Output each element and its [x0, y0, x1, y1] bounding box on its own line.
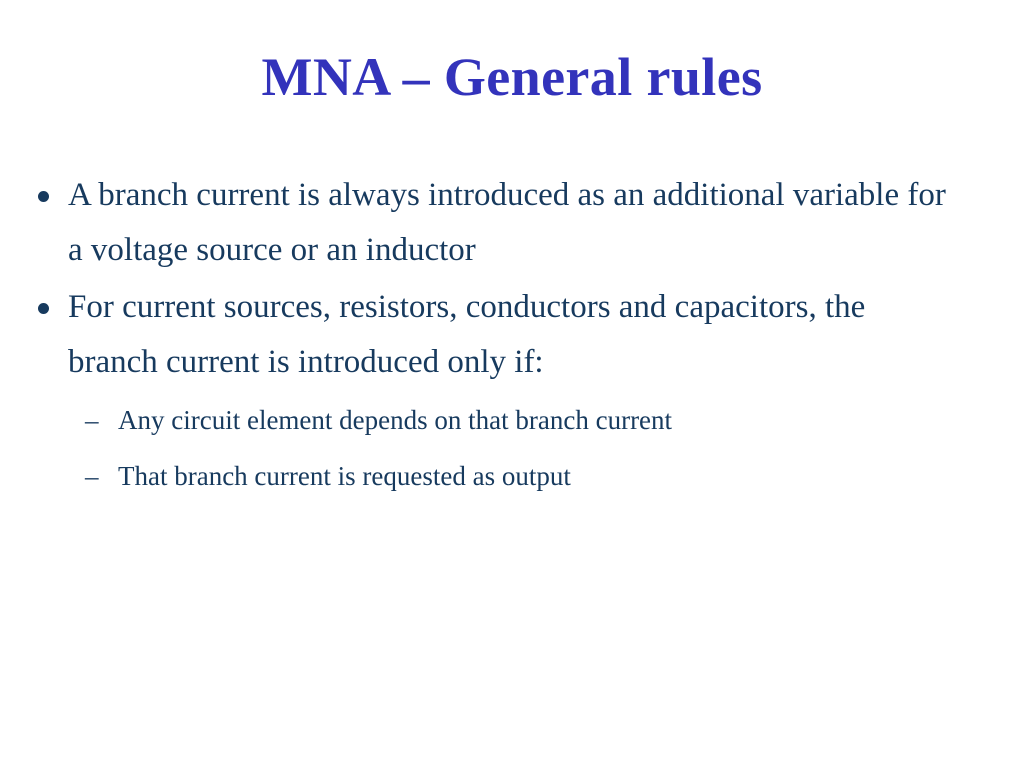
sub-list: – Any circuit element depends on that br…: [30, 392, 960, 504]
list-item: A branch current is always introduced as…: [30, 168, 948, 278]
list-item-text: A branch current is always introduced as…: [68, 177, 946, 268]
slide-body: A branch current is always introduced as…: [30, 168, 960, 504]
bullet-dot-icon: [38, 280, 60, 335]
sub-list-item-text: That branch current is requested as outp…: [118, 461, 571, 491]
list-item: For current sources, resistors, conducto…: [30, 280, 948, 390]
sub-list-item: – That branch current is requested as ou…: [30, 448, 960, 504]
sub-list-item-text: Any circuit element depends on that bran…: [118, 405, 673, 435]
bullet-dash-icon: –: [85, 405, 99, 435]
sub-list-item: – Any circuit element depends on that br…: [30, 392, 960, 448]
bullet-dash-icon: –: [85, 461, 99, 491]
bullet-dot-icon: [38, 168, 60, 223]
page-title: MNA – General rules: [261, 47, 763, 107]
list-item-text: For current sources, resistors, conducto…: [68, 289, 866, 380]
